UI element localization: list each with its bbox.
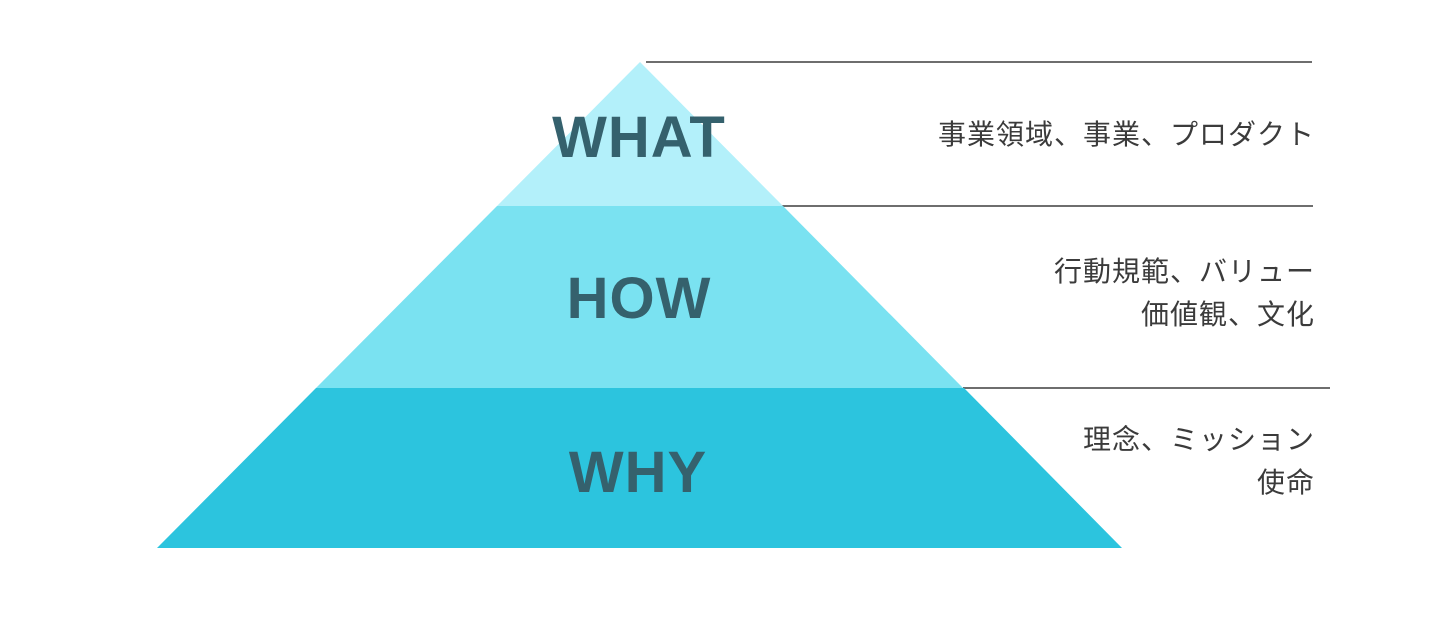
pyramid-label-why: WHY	[569, 440, 707, 505]
annotation-why: 理念、ミッション 使命	[1083, 418, 1315, 504]
pyramid-tier-what-shape	[497, 62, 783, 206]
annotation-how-line-2: 価値観、文化	[1140, 299, 1315, 330]
pyramid-tier-why-shape	[157, 388, 1122, 548]
annotation-how-line-1: 行動規範、バリュー	[1053, 256, 1315, 287]
annotation-what-line-1: 事業領域、事業、プロダクト	[937, 119, 1315, 150]
pyramid-tier-how-shape	[316, 206, 963, 388]
annotation-why-line-1: 理念、ミッション	[1082, 424, 1315, 455]
pyramid-label-how: HOW	[567, 266, 712, 331]
annotation-why-line-2: 使命	[1256, 467, 1315, 498]
annotation-how: 行動規範、バリュー 価値観、文化	[1054, 250, 1315, 336]
pyramid-label-what: WHAT	[552, 105, 726, 170]
annotation-what: 事業領域、事業、プロダクト	[938, 113, 1315, 156]
